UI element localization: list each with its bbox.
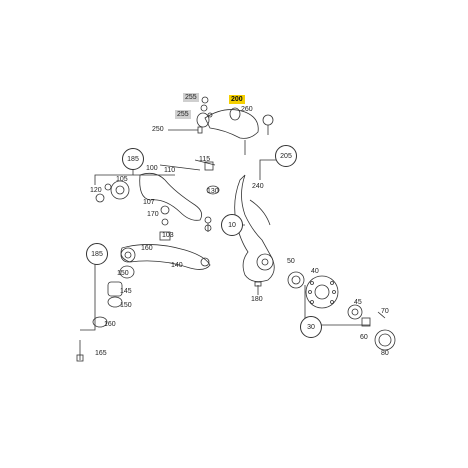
ball-joint-260 xyxy=(262,114,274,126)
lower-control-arm xyxy=(120,244,211,270)
callout-30: 30 xyxy=(300,316,322,338)
label-103: 103 xyxy=(162,232,174,239)
label-160-upper: 160 xyxy=(141,245,153,252)
label-70: 70 xyxy=(381,308,389,315)
label-200-highlighted: 200 xyxy=(229,95,245,104)
label-260: 260 xyxy=(241,106,253,113)
washer-160 xyxy=(92,316,108,328)
label-255-upper: 255 xyxy=(183,93,199,102)
wheel-hub-40 xyxy=(305,275,339,309)
washer-130 xyxy=(206,185,220,195)
label-115: 115 xyxy=(199,156,211,163)
label-60: 60 xyxy=(360,334,368,341)
dust-cap-80 xyxy=(374,329,396,351)
label-250: 250 xyxy=(152,126,164,133)
bracket-185-left xyxy=(80,255,96,331)
label-160-lower: 160 xyxy=(104,321,116,328)
label-45: 45 xyxy=(354,299,362,306)
label-105: 105 xyxy=(116,176,128,183)
upper-arm-bushing-left xyxy=(196,112,210,128)
callout-10: 10 xyxy=(221,214,243,236)
label-110: 110 xyxy=(164,167,176,174)
bearing-45 xyxy=(347,304,363,320)
label-240: 240 xyxy=(252,183,264,190)
callout-185-left: 185 xyxy=(86,243,108,265)
label-180: 180 xyxy=(251,296,263,303)
label-150-upper: 150 xyxy=(117,270,129,277)
label-145: 145 xyxy=(120,288,132,295)
callout-185-top: 185 xyxy=(122,148,144,170)
label-120: 120 xyxy=(90,187,102,194)
callout-205: 205 xyxy=(275,145,297,167)
label-100: 100 xyxy=(146,165,158,172)
seal-50 xyxy=(287,271,305,289)
label-130: 130 xyxy=(207,188,219,195)
label-107: 107 xyxy=(143,199,155,206)
bushing-105 xyxy=(110,180,130,200)
nut-60 xyxy=(361,317,371,327)
washer-150 xyxy=(119,265,135,279)
label-140: 140 xyxy=(171,262,183,269)
bushing-145 xyxy=(107,281,123,297)
tension-strut-100 xyxy=(139,172,203,221)
label-80: 80 xyxy=(381,350,389,357)
label-150-lower: 150 xyxy=(120,302,132,309)
bushing-103 xyxy=(159,231,171,241)
label-255-lower: 255 xyxy=(175,110,191,119)
label-40: 40 xyxy=(311,268,319,275)
label-170: 170 xyxy=(147,211,159,218)
bracket-185-top xyxy=(94,165,134,185)
label-50: 50 xyxy=(287,258,295,265)
upper-control-arm xyxy=(204,109,259,139)
label-165: 165 xyxy=(95,350,107,357)
